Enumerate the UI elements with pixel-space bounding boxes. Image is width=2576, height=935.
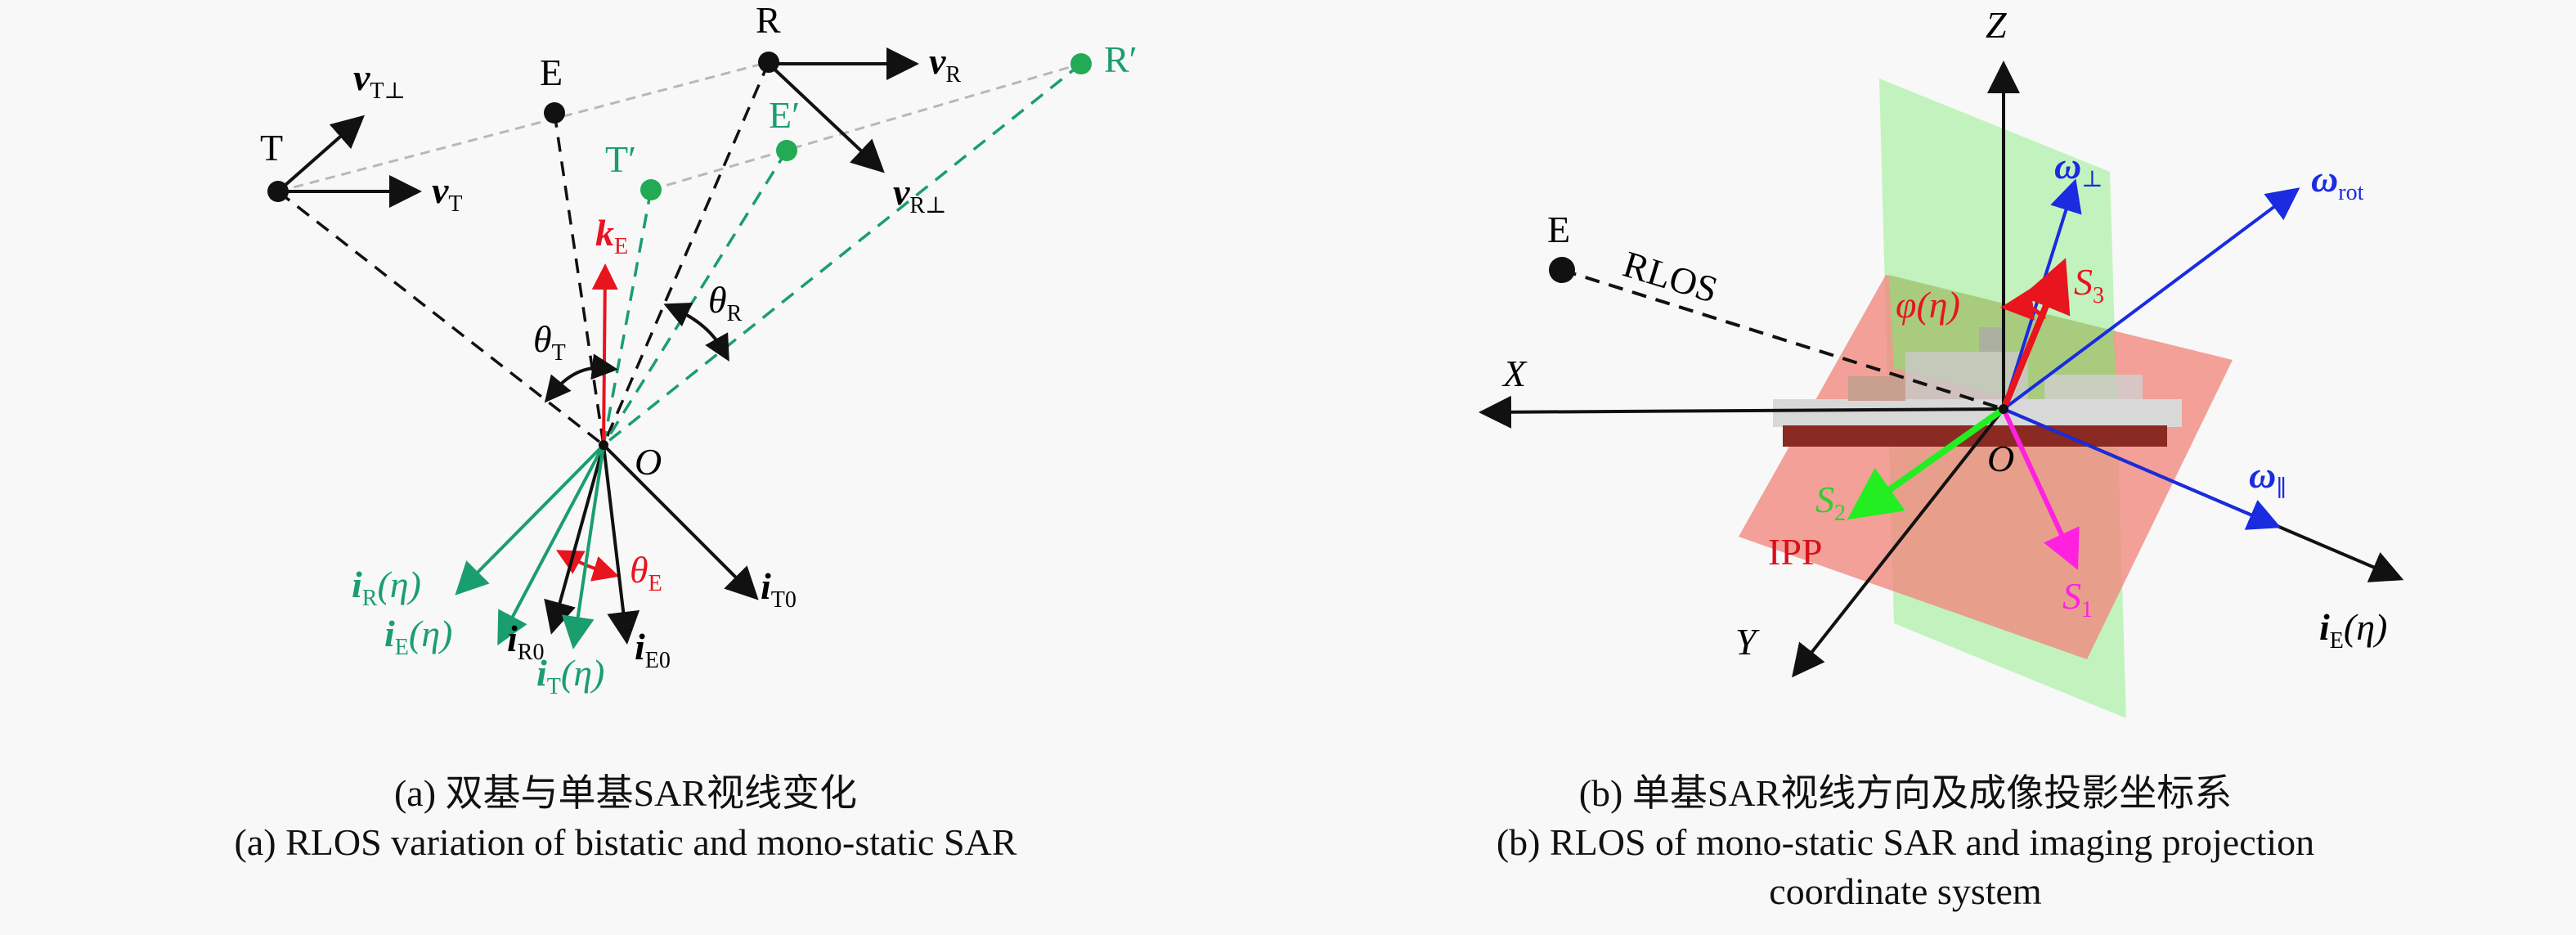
baseline-T-R (277, 61, 770, 193)
arrow-omega-rot (2002, 187, 2300, 411)
point-E-b (1549, 257, 1575, 283)
label-omega-par: ω∥ (2249, 454, 2287, 501)
point-T (267, 181, 289, 202)
label-T: T (260, 127, 283, 169)
label-E: E (540, 52, 563, 93)
label-omega-perp: ω⊥ (2054, 145, 2103, 192)
panel-b: Z X Y O E RLOS IPP φ(η) S3 S2 S1 ω⊥ ωrot… (1479, 4, 2404, 718)
caption-b-en-1: (b) RLOS of mono-static SAR and imaging … (1496, 821, 2315, 863)
label-S1: S1 (2062, 575, 2093, 623)
caption-a-cn: (a) 双基与单基SAR视线变化 (393, 772, 858, 814)
angle-arc-thetaR (663, 302, 729, 362)
caption-b-cn: (b) 单基SAR视线方向及成像投影坐标系 (1578, 772, 2233, 814)
caption-b: (b) 单基SAR视线方向及成像投影坐标系 (b) RLOS of mono-s… (1341, 769, 2470, 916)
point-O (599, 440, 608, 450)
arrow-iR-eta (455, 443, 605, 596)
caption-a: (a) 双基与单基SAR视线变化 (a) RLOS variation of b… (98, 769, 1153, 867)
label-thetaR: θR (708, 279, 743, 326)
axis-X (1479, 395, 2004, 429)
arrow-iT0 (602, 443, 759, 600)
arrow-iT-eta (561, 444, 605, 650)
arrow-vTperp (276, 115, 366, 193)
label-Ep: E′ (769, 94, 800, 136)
caption-a-en: (a) RLOS variation of bistatic and mono-… (234, 821, 1017, 863)
label-iT-eta: iT(η) (536, 652, 604, 699)
label-iE0: iE0 (635, 626, 671, 673)
arrow-iE-eta (497, 444, 605, 646)
point-O-b (1999, 404, 2008, 414)
arrow-iE0 (602, 444, 640, 645)
label-kE: kE (595, 212, 628, 259)
los-R (602, 61, 770, 446)
arrow-vRperp (767, 62, 885, 173)
point-Tp (640, 179, 662, 200)
label-Rp: R′ (1104, 38, 1138, 80)
label-iR-eta: iR(η) (352, 564, 421, 611)
label-O-b: O (1987, 438, 2014, 479)
label-vTperp: vT⊥ (353, 56, 406, 104)
label-ipp: IPP (1768, 531, 1822, 573)
label-vT: vT (432, 169, 463, 217)
arrow-S2 (1847, 406, 2006, 520)
label-R: R (756, 0, 781, 41)
label-vR: vR (929, 40, 961, 88)
point-Rp (1070, 53, 1092, 74)
point-Ep (776, 140, 797, 161)
arrow-kE (591, 263, 618, 446)
label-Y: Y (1735, 621, 1760, 663)
point-E (544, 102, 565, 124)
label-thetaE: θE (630, 549, 662, 596)
label-iR0: iR0 (507, 618, 544, 665)
label-Tp: T′ (605, 138, 636, 180)
panel-a: T E R T′ E′ R′ O vT vT⊥ vR vR⊥ kE θT θR … (260, 0, 1138, 699)
arrow-omega-par (2003, 407, 2282, 530)
rlos-line (1561, 268, 2004, 411)
label-iE-eta-b: iE(η) (2319, 606, 2387, 654)
label-omega-rot: ωrot (2311, 158, 2364, 205)
baseline-Tp-Rp (650, 62, 1082, 191)
arrow-S1 (2001, 407, 2080, 570)
label-thetaT: θT (533, 318, 566, 366)
arrow-iR0 (544, 444, 605, 635)
los-Ep (602, 150, 788, 446)
angle-arc-phi (2000, 288, 2046, 321)
los-Tp (602, 189, 653, 446)
arrow-S3 (2000, 258, 2071, 411)
label-iT0: iT0 (761, 565, 797, 613)
label-Z: Z (1986, 4, 2007, 46)
label-rlos: RLOS (1618, 243, 1722, 311)
label-iE-eta: iE(η) (384, 613, 452, 660)
label-O: O (635, 441, 662, 483)
los-Rp (602, 62, 1083, 447)
point-R (758, 52, 779, 73)
label-S2: S2 (1815, 479, 1846, 526)
label-S3: S3 (2074, 261, 2104, 308)
ship-image (1773, 327, 2182, 447)
label-vRperp: vR⊥ (893, 171, 946, 218)
los-E (553, 112, 605, 446)
angle-arc-thetaT (544, 353, 618, 403)
los-T (276, 190, 605, 447)
label-phi: φ(η) (1896, 284, 1960, 326)
caption-b-en-2: coordinate system (1769, 870, 2042, 912)
label-E-b: E (1547, 209, 1570, 250)
axis-Y (1792, 407, 2005, 678)
label-X: X (1501, 353, 1528, 394)
